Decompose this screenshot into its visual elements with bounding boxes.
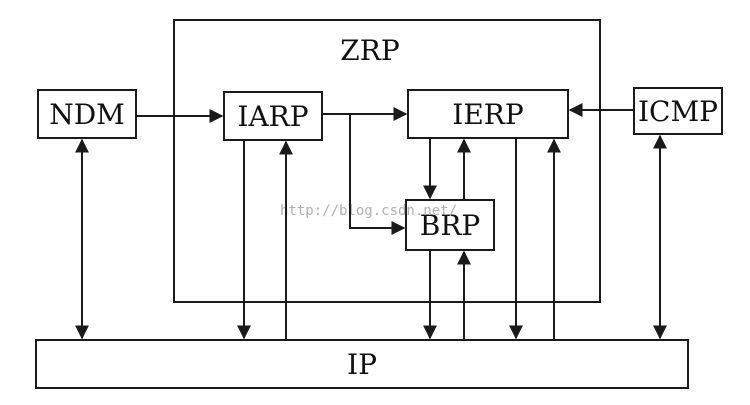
zrp-label: ZRP [340, 34, 399, 67]
ip-label: IP [347, 348, 377, 381]
iarp-box [223, 91, 323, 141]
zrp-container [173, 19, 601, 303]
ip-box [35, 339, 689, 389]
iarp-label: IARP [237, 100, 308, 133]
ierp-label: IERP [452, 98, 523, 131]
brp-label: BRP [420, 209, 481, 242]
watermark-text: http://blog.csdn.net/ [280, 203, 457, 219]
ierp-box [407, 89, 569, 139]
arrow-iarp-to-brp [349, 114, 406, 235]
icmp-label: ICMP [638, 95, 718, 128]
ndm-label: NDM [49, 98, 125, 131]
brp-box [405, 199, 495, 251]
ndm-box [37, 89, 137, 139]
